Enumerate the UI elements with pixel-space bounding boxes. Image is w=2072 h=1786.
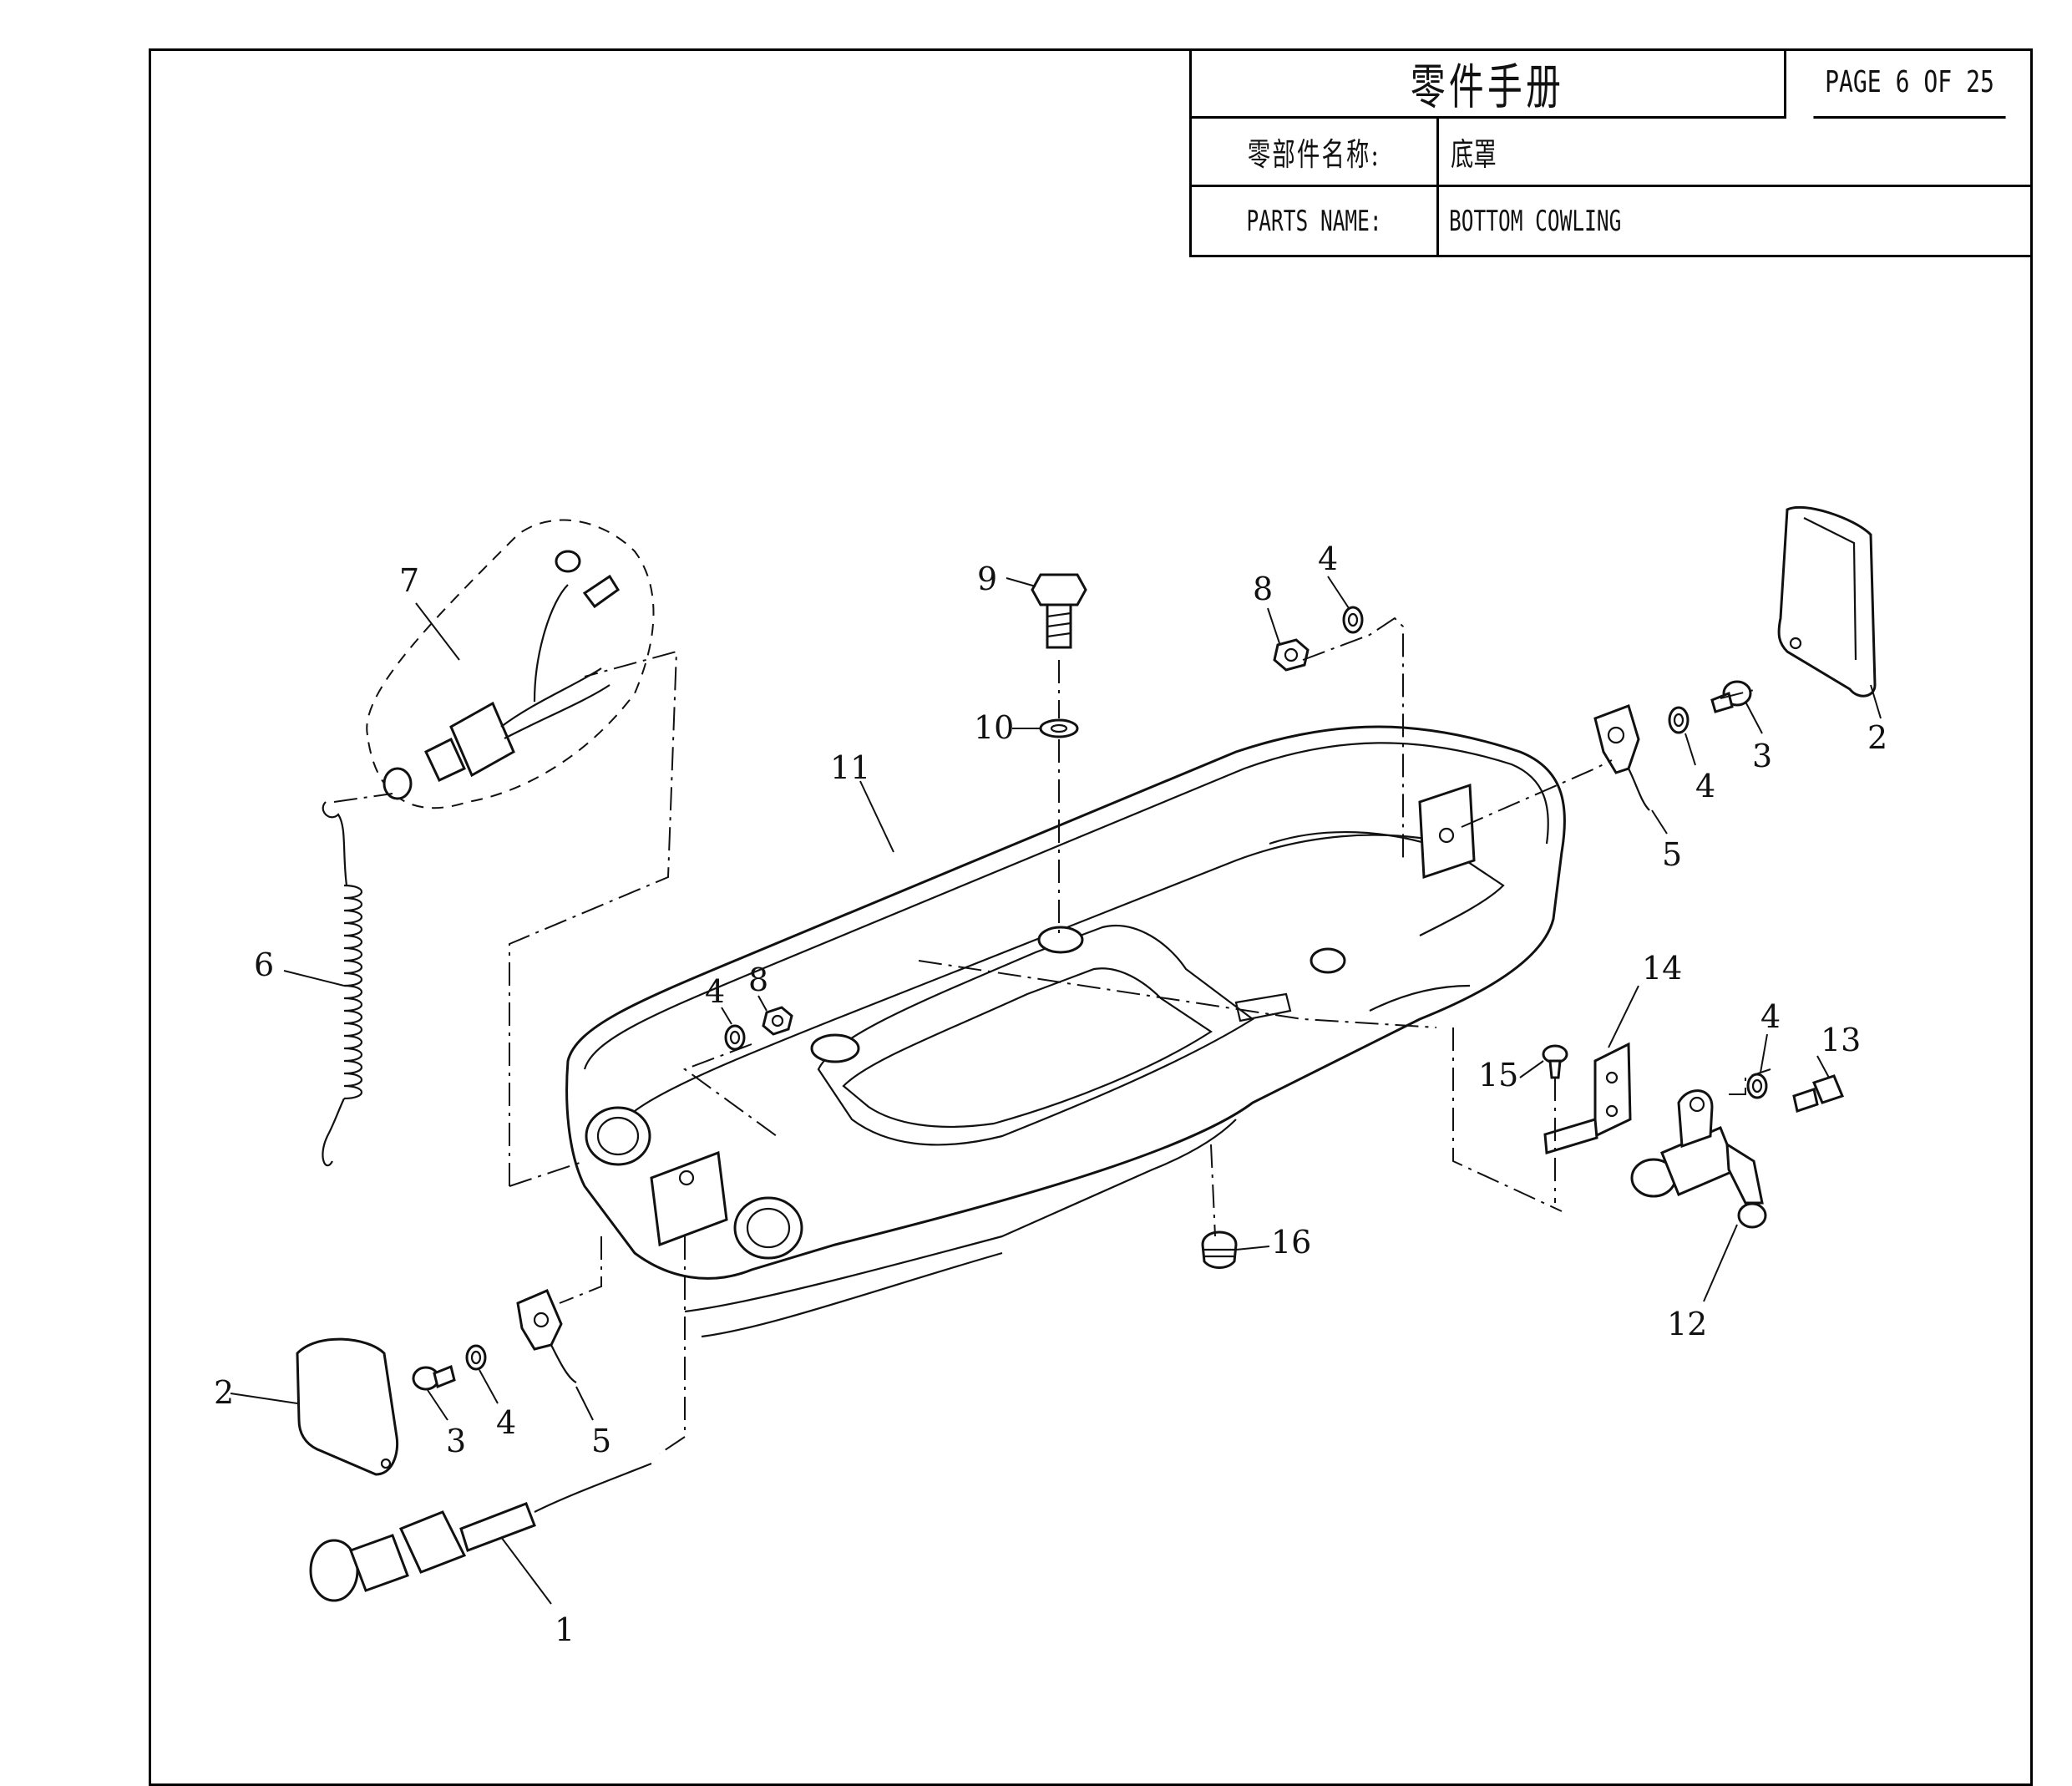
- callout-16: 16: [1271, 1224, 1311, 1261]
- bracket-14: [1543, 1042, 1632, 1154]
- screw-15: [1542, 1044, 1568, 1079]
- callout-12: 12: [1667, 1306, 1707, 1342]
- callout-15: 15: [1478, 1057, 1518, 1093]
- cn-part-name-value: 底罩: [1451, 136, 1497, 173]
- callout-6: 6: [254, 946, 274, 983]
- callout-10: 10: [974, 709, 1014, 746]
- title-block: 零件手册 PAGE 6 OF 25 零部件名称: 底罩 PARTS NAME: …: [1189, 48, 2033, 257]
- bolt-13: [1792, 1074, 1845, 1113]
- washer-4-upper: [1342, 606, 1364, 634]
- callout-5-left: 5: [591, 1423, 611, 1459]
- en-part-name-label-cell: PARTS NAME:: [1192, 187, 1439, 255]
- cn-part-name-value-cell: 底罩: [1439, 119, 2033, 187]
- stop-switch-7: [382, 550, 621, 800]
- en-part-name-value-cell: BOTTOM COWLING: [1439, 187, 2033, 255]
- bolt-9: [1031, 573, 1087, 649]
- en-part-name-label: PARTS NAME:: [1246, 204, 1382, 238]
- callout-4-connector: 4: [1760, 998, 1781, 1035]
- callout-9: 9: [977, 561, 997, 597]
- latch-cover-2-left: [296, 1337, 399, 1476]
- choke-knob-1: [309, 1462, 652, 1602]
- nut-8-upper: [1273, 638, 1310, 672]
- lanyard-6: [322, 801, 362, 1167]
- manual-title: 零件手册: [1411, 58, 1565, 115]
- callout-14: 14: [1642, 950, 1682, 987]
- fuel-connector-12: [1630, 1089, 1767, 1229]
- bottom-cowling-tray: [565, 725, 1566, 1338]
- washer-4-right: [1668, 706, 1690, 734]
- washer-4-connector: [1746, 1073, 1768, 1099]
- callout-1: 1: [555, 1611, 575, 1648]
- latch-hook-5-right: [1593, 704, 1650, 811]
- page-number: PAGE 6 OF 25: [1825, 65, 1994, 99]
- callout-5-right: 5: [1662, 836, 1682, 873]
- callout-3-left: 3: [446, 1423, 466, 1459]
- callout-7: 7: [399, 562, 419, 599]
- callout-3-right: 3: [1752, 738, 1772, 774]
- cn-part-name-label: 零部件名称:: [1248, 136, 1380, 173]
- cn-part-name-label-cell: 零部件名称:: [1192, 119, 1439, 187]
- manual-title-cell: 零件手册: [1192, 48, 1786, 119]
- nut-8-lower: [762, 1006, 793, 1036]
- latch-cover-2-right: [1777, 505, 1877, 698]
- assembly-lines: [333, 616, 1771, 1454]
- washer-4-left: [465, 1344, 487, 1371]
- callout-8-lower: 8: [748, 961, 768, 998]
- latch-hook-5-left: [516, 1289, 577, 1383]
- stop-switch-boundary: [366, 519, 655, 809]
- callout-8-upper: 8: [1253, 571, 1273, 607]
- washer-4-lower: [724, 1024, 746, 1051]
- callout-4-upper: 4: [1318, 540, 1338, 577]
- callout-4-right: 4: [1695, 768, 1715, 804]
- leader-lines: [230, 576, 1882, 1605]
- page-number-cell: PAGE 6 OF 25: [1813, 48, 2006, 119]
- screw-3-right: [1710, 680, 1752, 713]
- callout-11: 11: [830, 749, 870, 786]
- callout-4-left: 4: [496, 1404, 516, 1441]
- grommet-16: [1201, 1230, 1238, 1269]
- callout-13: 13: [1821, 1022, 1861, 1058]
- callout-2-left: 2: [214, 1374, 234, 1411]
- callout-labels: 7 6 9 10 11 8 4 2 3 4 5 8 4 2 3 4 5 1 14…: [214, 540, 1887, 1648]
- en-part-name-value: BOTTOM COWLING: [1449, 204, 1622, 238]
- callout-2-right: 2: [1867, 719, 1887, 756]
- callout-4-lower: 4: [705, 973, 725, 1010]
- washer-10: [1039, 718, 1079, 738]
- screw-3-left: [412, 1364, 456, 1391]
